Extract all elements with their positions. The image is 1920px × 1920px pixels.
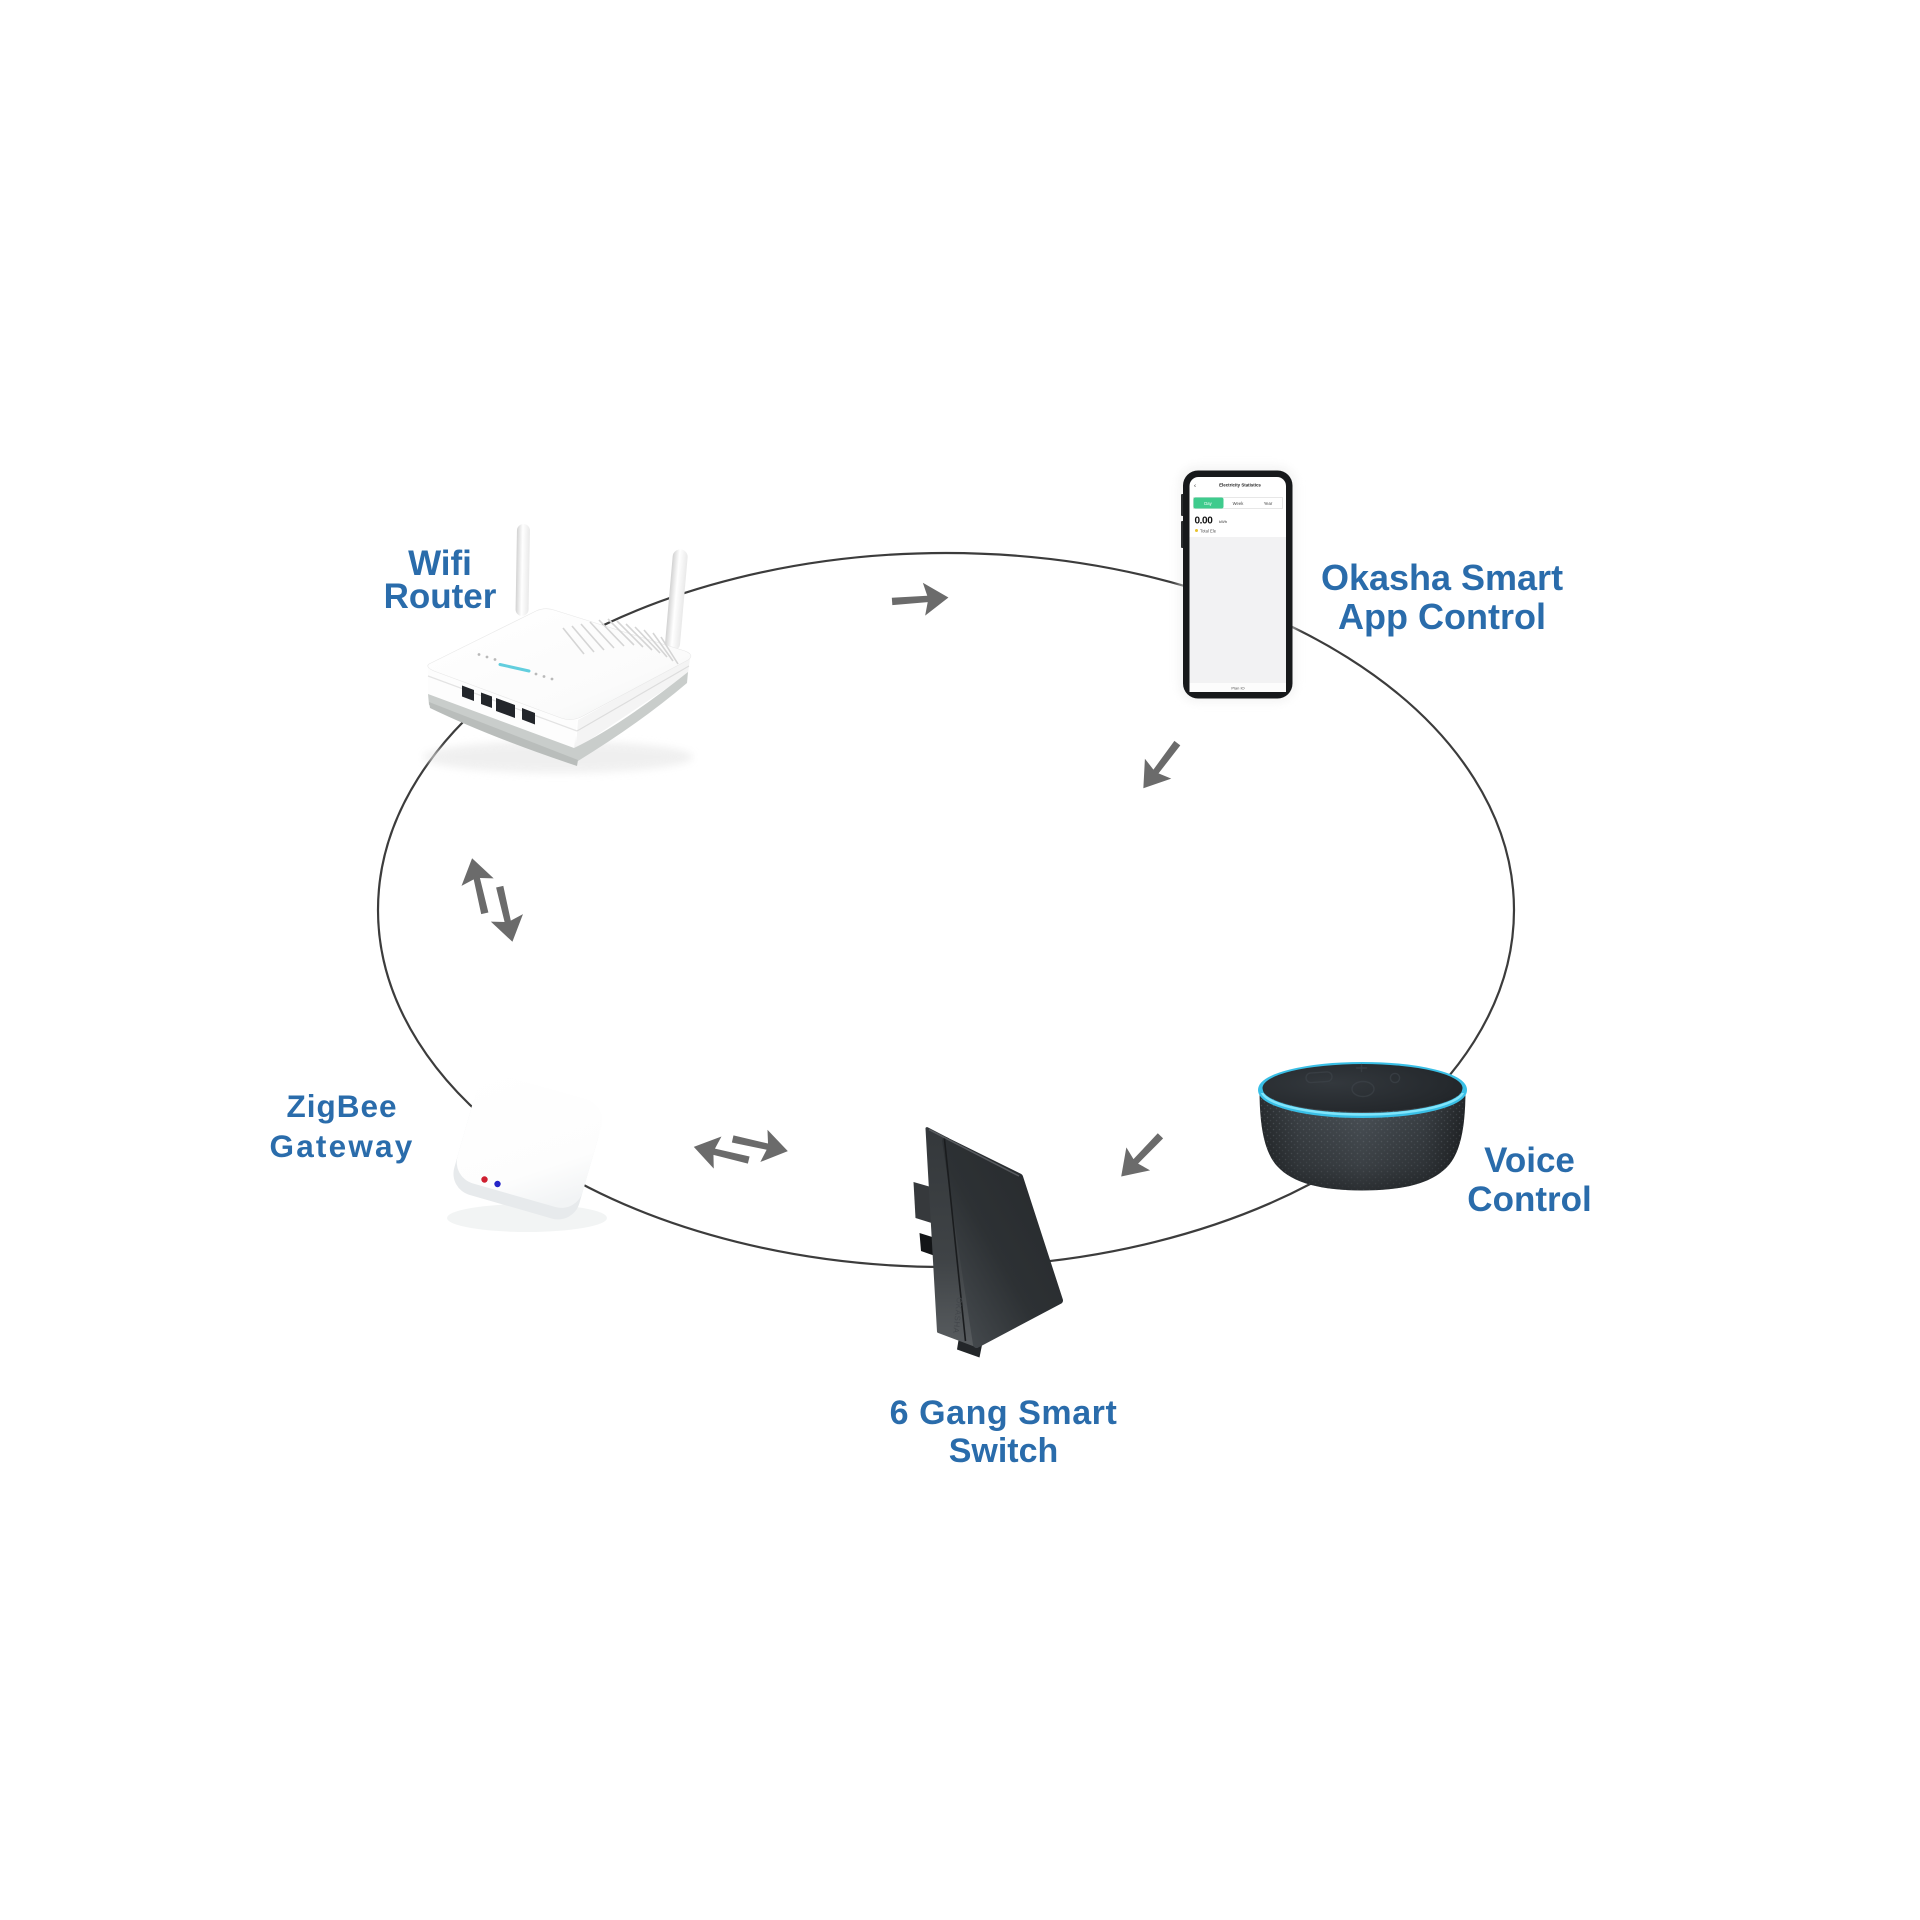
svg-text:kWh: kWh	[1219, 519, 1227, 524]
svg-text:Year: Year	[1264, 501, 1273, 506]
svg-text:Electricity Statistics: Electricity Statistics	[1219, 483, 1261, 488]
svg-text:OKASHA: OKASHA	[951, 1297, 964, 1334]
svg-text:Day: Day	[1204, 501, 1212, 506]
svg-text:Week: Week	[1233, 501, 1245, 506]
svg-text:‹: ‹	[1194, 484, 1196, 490]
svg-text:Plan IO: Plan IO	[1231, 686, 1244, 691]
svg-text:0.00: 0.00	[1195, 516, 1214, 527]
svg-text:Total Ele: Total Ele	[1200, 529, 1217, 534]
